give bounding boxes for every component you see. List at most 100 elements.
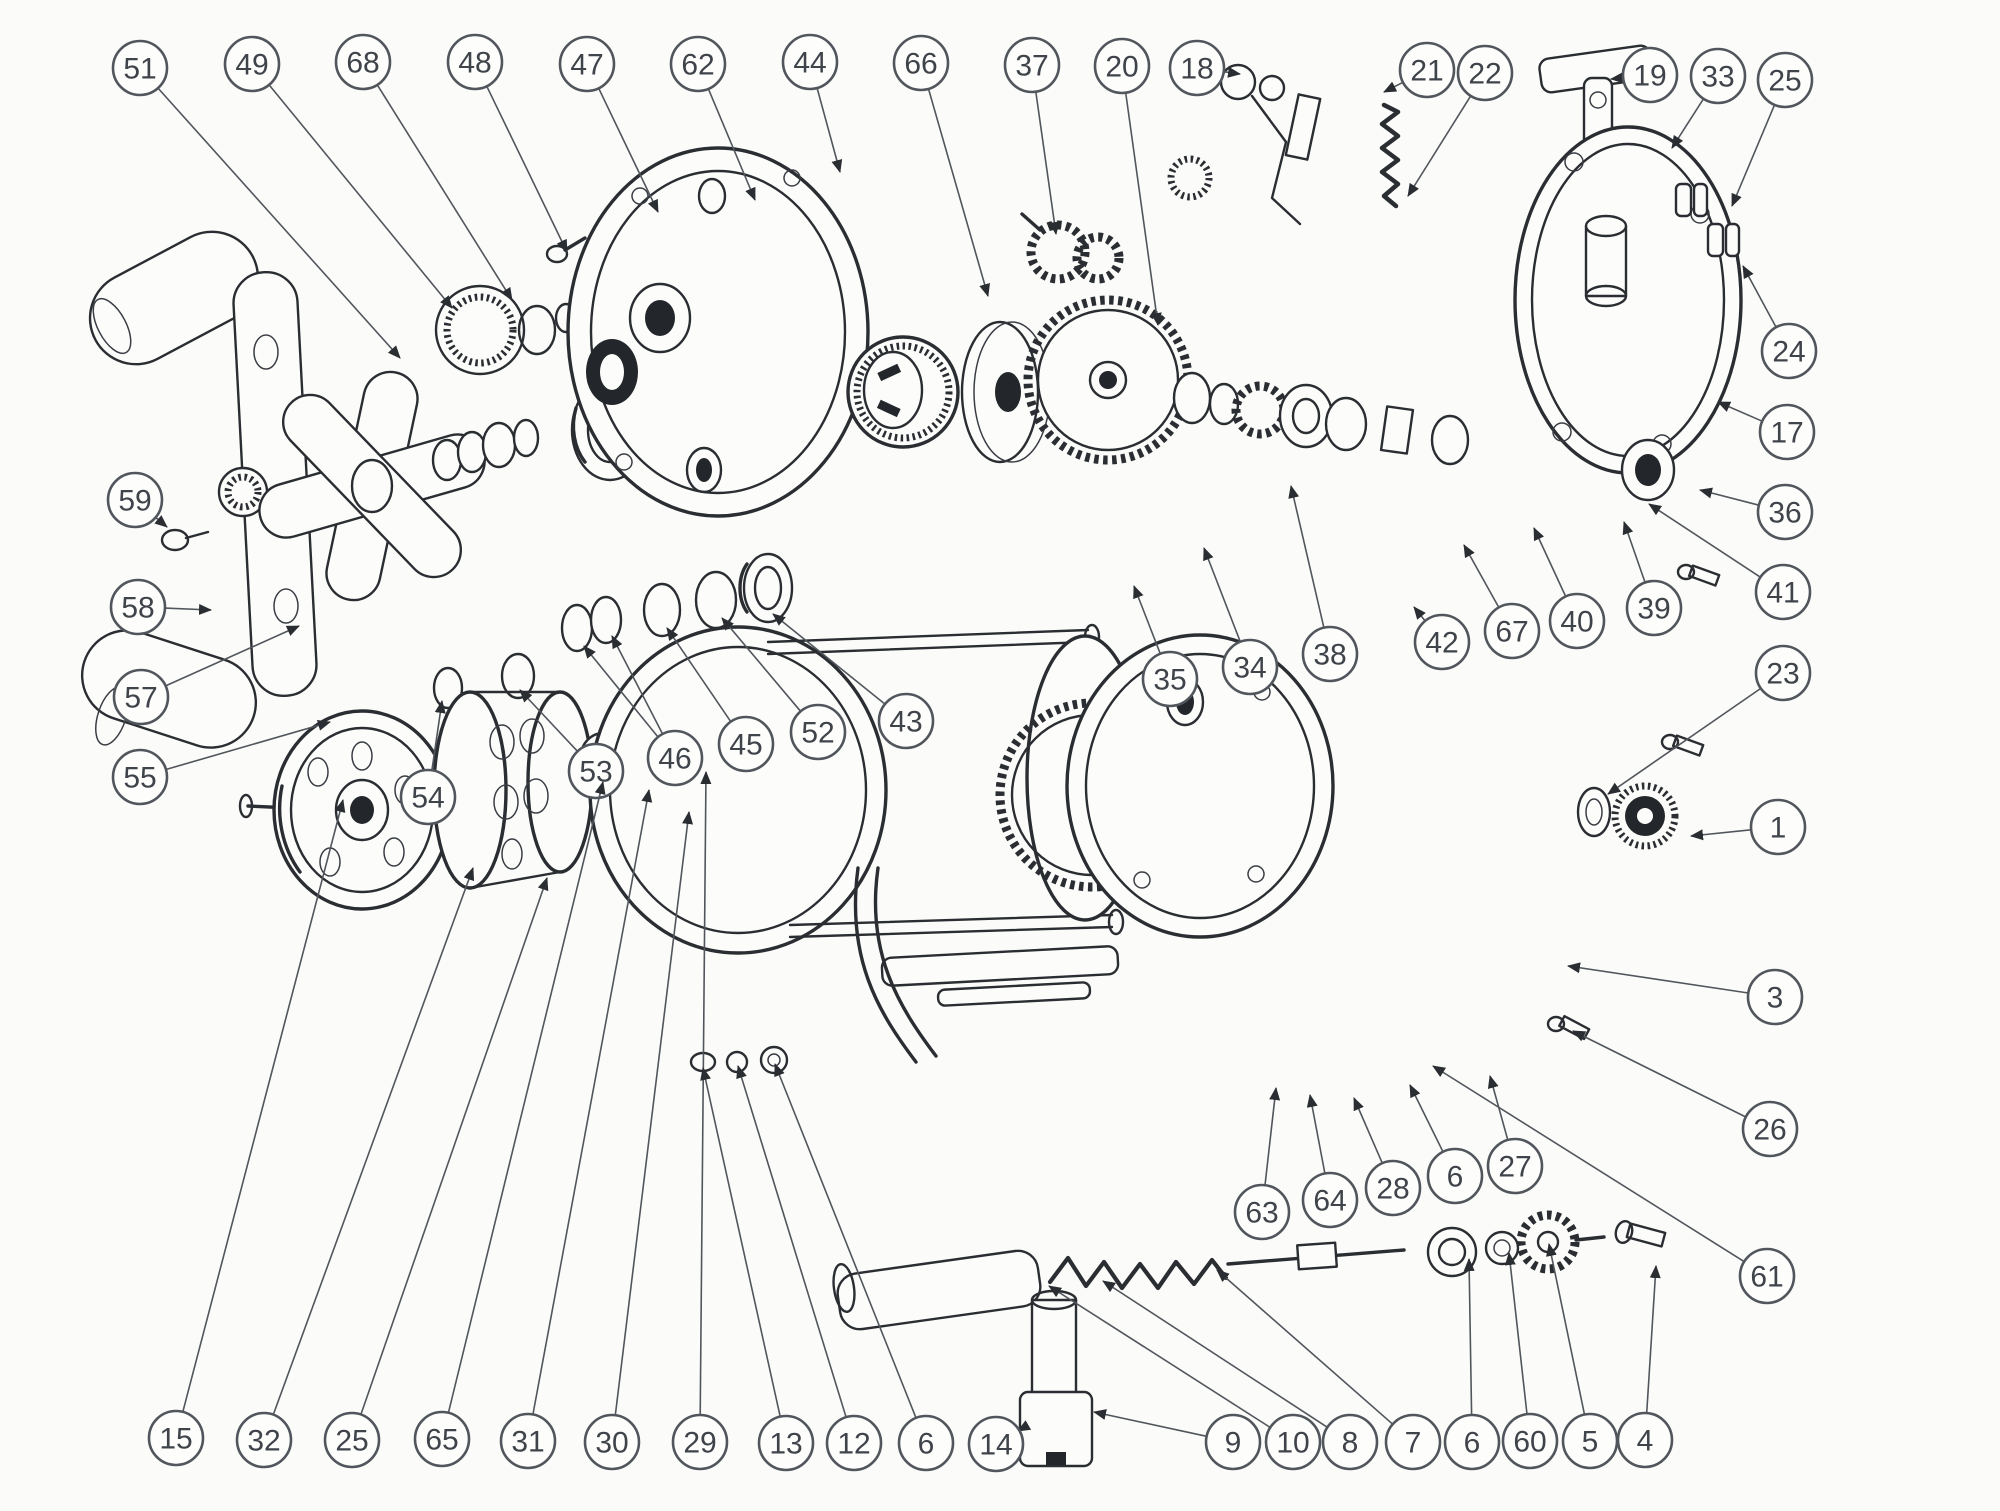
part-shape: [1072, 232, 1124, 284]
part-shape: [1047, 1255, 1229, 1291]
callout-number: 34: [1233, 652, 1266, 685]
callout-circle-39: [1625, 579, 1683, 637]
callout-circle-48: [446, 33, 504, 91]
part-shape: [563, 236, 587, 252]
callout-62: 62: [669, 35, 756, 201]
part-shape: [836, 1249, 1042, 1331]
part-shape: [1611, 782, 1679, 850]
callout-circle-53: [567, 742, 625, 800]
kick-lever-assembly: [1020, 63, 1401, 284]
part-shape: [277, 784, 302, 874]
part-shape: [685, 446, 723, 494]
part-shape: [351, 741, 373, 771]
part-shape: [1676, 563, 1696, 581]
callout-circle-59: [106, 471, 164, 529]
part-shape: [1671, 734, 1705, 757]
leader-line-8: [1102, 1280, 1328, 1428]
part-shape: [517, 304, 557, 356]
part-shape: [1088, 360, 1128, 400]
part-shape: [88, 230, 260, 366]
callout-number: 6: [1447, 1161, 1464, 1194]
leader-line-60: [1504, 1252, 1528, 1415]
part-shape: [697, 177, 727, 215]
callout-number: 47: [570, 49, 603, 82]
callout-circle-30: [583, 1413, 641, 1471]
part-shape: [1065, 633, 1335, 939]
callout-number: 33: [1701, 61, 1734, 94]
part-shape: [1584, 284, 1628, 308]
leader-line-28: [1353, 1097, 1384, 1164]
callout-number: 57: [124, 682, 157, 715]
leader-line-68: [376, 84, 513, 301]
part-shape: [696, 458, 712, 482]
callout-circle-29: [671, 1413, 729, 1471]
leader-line-46: [611, 635, 664, 735]
part-shape: [1020, 212, 1042, 232]
part-shape: [468, 870, 562, 890]
callout-number: 17: [1770, 417, 1803, 450]
callout-number: 13: [769, 1428, 802, 1461]
leader-line-9: [1093, 1409, 1207, 1438]
part-shape: [253, 334, 279, 370]
callout-circle-25: [1756, 51, 1814, 109]
leader-line-20: [1124, 92, 1162, 326]
callout-circle-36: [1756, 483, 1814, 541]
callout-circle-65: [413, 1410, 471, 1468]
part-shape: [694, 570, 738, 630]
part-shape: [1564, 152, 1584, 172]
part-shape: [1635, 454, 1661, 486]
worm-shaft-assembly: [832, 1210, 1667, 1468]
callout-number: 30: [595, 1427, 628, 1460]
callout-number: 12: [837, 1428, 870, 1461]
leader-line-29: [699, 771, 712, 1416]
leader-line-63: [1264, 1087, 1281, 1186]
callout-number: 7: [1405, 1427, 1422, 1460]
leader-line-55: [165, 720, 331, 771]
callout-61: 61: [1432, 1065, 1796, 1305]
callout-number: 6: [1464, 1427, 1481, 1460]
callout-number: 67: [1495, 616, 1528, 649]
part-shape: [588, 625, 888, 955]
callout-circle-27: [1486, 1137, 1544, 1195]
callout-number: 4: [1637, 1425, 1654, 1458]
grommet-rings: [1674, 182, 1741, 258]
callout-number: 42: [1425, 627, 1458, 660]
callout-43: 43: [772, 613, 935, 750]
part-shape: [350, 796, 374, 824]
leader-line-6: [774, 1063, 917, 1419]
part-shape: [1258, 74, 1286, 102]
callout-circle-67: [1483, 602, 1541, 660]
callout-65: 65: [413, 781, 606, 1468]
callout-circle-6: [897, 1414, 955, 1472]
callout-number: 6: [918, 1428, 935, 1461]
part-shape: [1576, 786, 1612, 838]
part-shape: [1589, 91, 1607, 109]
part-shape: [443, 293, 517, 367]
part-shape: [873, 866, 938, 1058]
callout-number: 38: [1313, 639, 1346, 672]
part-shape: [642, 582, 682, 638]
callout-44: 44: [781, 33, 843, 173]
callout-17: 17: [1717, 401, 1816, 461]
callout-24: 24: [1742, 265, 1818, 380]
callout-circle-63: [1233, 1183, 1291, 1241]
leader-line-66: [927, 88, 990, 297]
part-shape: [1379, 102, 1401, 209]
leader-line-19: [1610, 72, 1624, 84]
leader-line-65: [447, 781, 606, 1413]
leader-line-46: [583, 645, 659, 738]
callout-number: 65: [425, 1424, 458, 1457]
callout-number: 22: [1468, 58, 1501, 91]
callout-circle-28: [1364, 1159, 1422, 1217]
callout-number: 15: [159, 1423, 192, 1456]
drive-gear-plate: [995, 563, 1721, 1041]
callout-number: 23: [1766, 658, 1799, 691]
part-shape: [456, 430, 488, 474]
part-shape: [431, 438, 463, 482]
callout-number: 14: [979, 1429, 1012, 1462]
callout-number: 28: [1376, 1173, 1409, 1206]
callout-circle-38: [1301, 625, 1359, 683]
clutch-tube: [1018, 1289, 1094, 1468]
